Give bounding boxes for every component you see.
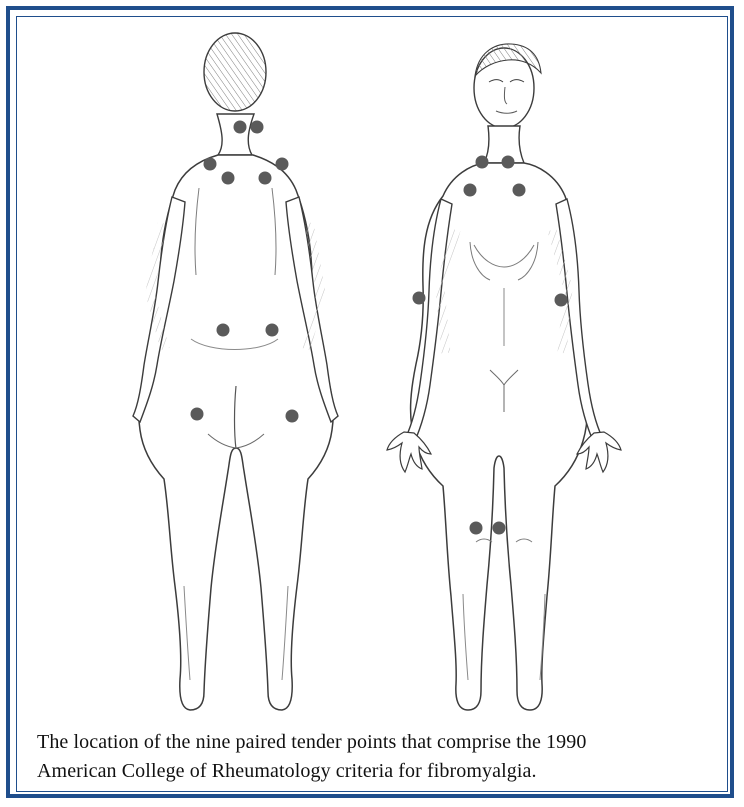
tender-point-back-trapezius-right bbox=[276, 158, 289, 171]
tender-point-front-epicondyle-right bbox=[555, 294, 568, 307]
tender-point-front-knee-left bbox=[470, 522, 483, 535]
figure-caption: The location of the nine paired tender p… bbox=[37, 728, 687, 786]
tender-point-back-gluteal-left bbox=[217, 324, 230, 337]
tender-point-back-occiput-left bbox=[234, 121, 247, 134]
tender-point-front-cervical-left bbox=[476, 156, 489, 169]
back-view-figure bbox=[133, 33, 338, 710]
tender-point-front-epicondyle-left bbox=[413, 292, 426, 305]
tender-point-back-trochanter-right bbox=[286, 410, 299, 423]
caption-line-1: The location of the nine paired tender p… bbox=[37, 728, 687, 757]
tender-point-back-trochanter-left bbox=[191, 408, 204, 421]
tender-point-diagram bbox=[20, 20, 720, 720]
tender-point-front-second-rib-left bbox=[464, 184, 477, 197]
caption-line-2: American College of Rheumatology criteri… bbox=[37, 757, 687, 786]
tender-point-back-gluteal-right bbox=[266, 324, 279, 337]
tender-point-back-supraspinatus-right bbox=[259, 172, 272, 185]
tender-point-front-second-rib-right bbox=[513, 184, 526, 197]
tender-point-front-knee-right bbox=[493, 522, 506, 535]
tender-point-back-occiput-right bbox=[251, 121, 264, 134]
front-view-figure bbox=[387, 44, 621, 710]
tender-point-back-supraspinatus-left bbox=[222, 172, 235, 185]
tender-point-back-trapezius-left bbox=[204, 158, 217, 171]
tender-point-front-cervical-right bbox=[502, 156, 515, 169]
